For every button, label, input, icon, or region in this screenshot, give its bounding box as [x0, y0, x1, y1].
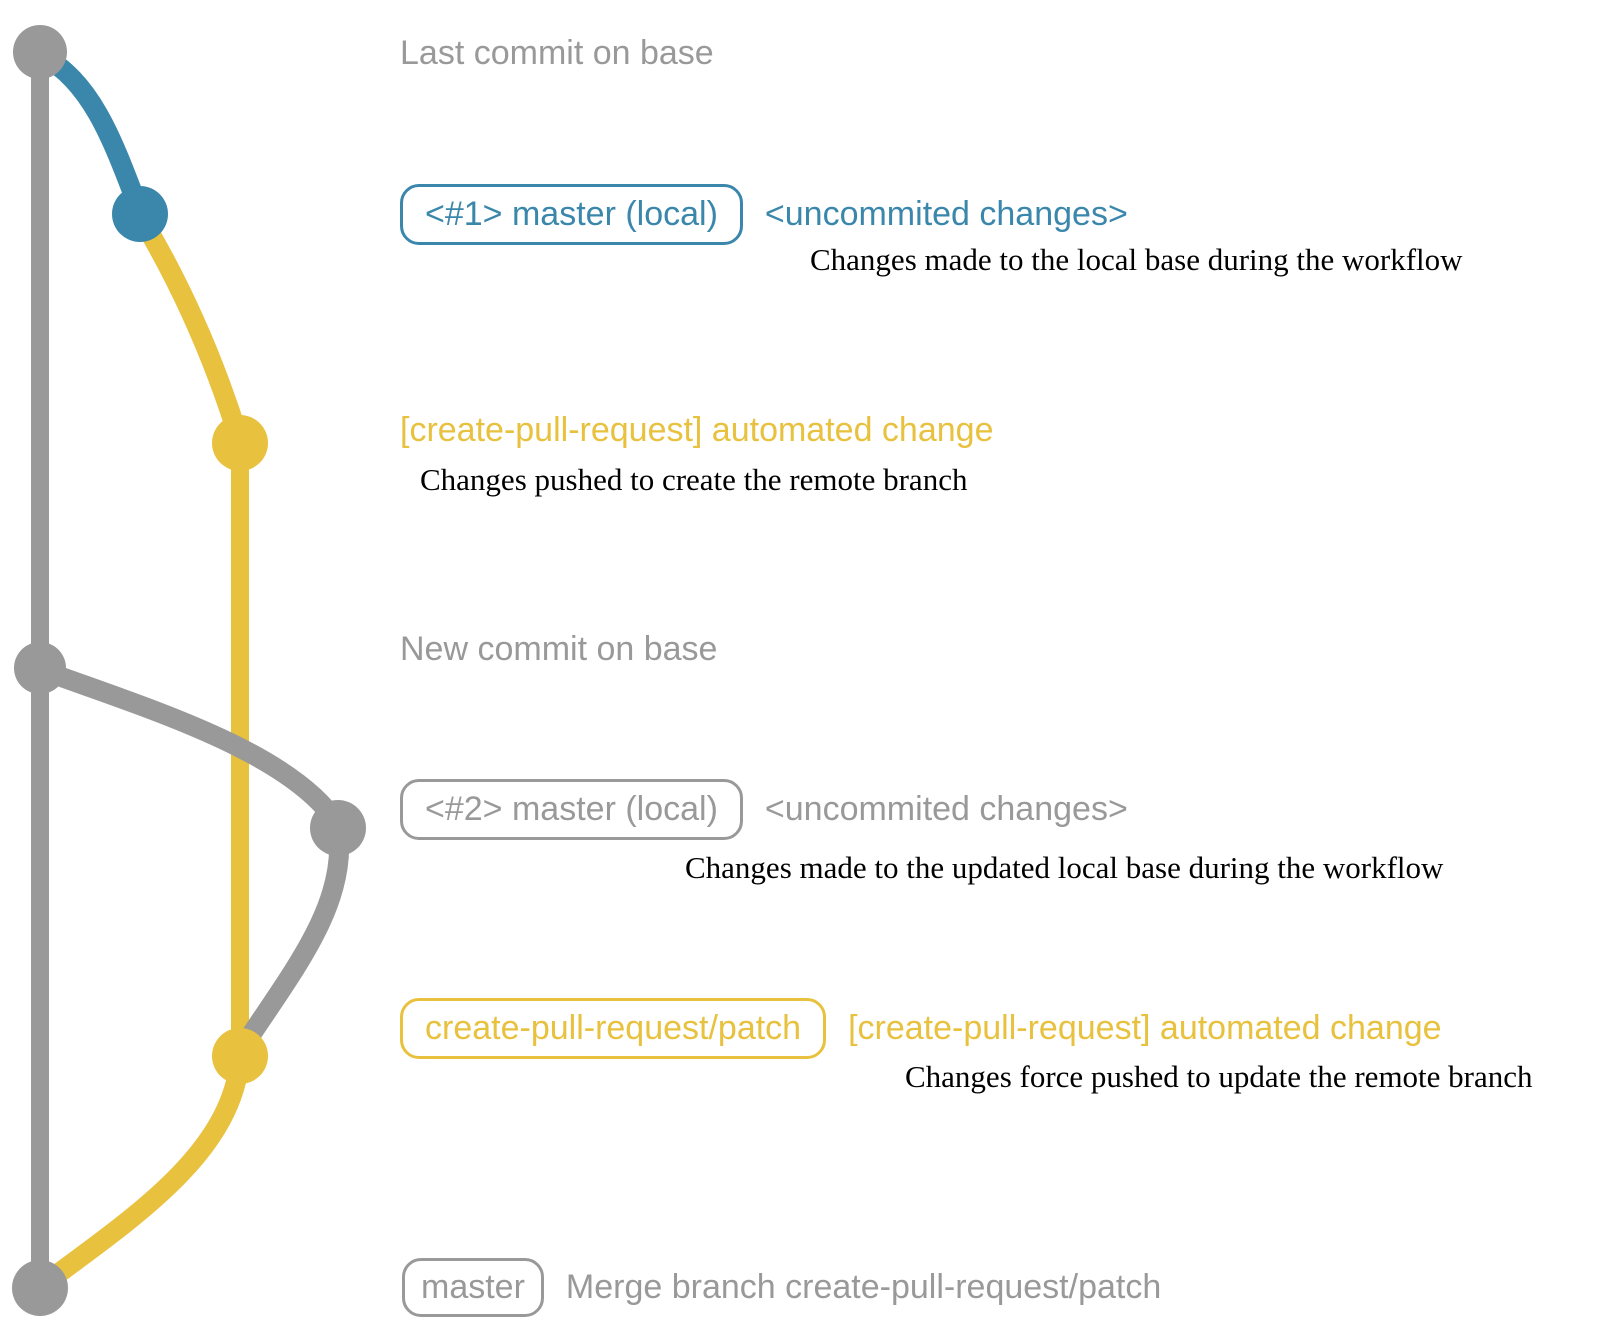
commit-node-local-master-2 [310, 800, 366, 856]
commit-node-new-base [14, 642, 66, 694]
caption-force-push: Changes force pushed to update the remot… [905, 1059, 1533, 1094]
caption-push-remote-branch: Changes pushed to create the remote bran… [420, 462, 968, 497]
branch-label-patch: create-pull-request/patch [400, 998, 827, 1060]
patch-branch-curve-top [130, 206, 248, 446]
local-master-branch-curve [30, 44, 150, 222]
row-patch-branch: create-pull-request/patch [create-pull-r… [400, 998, 1442, 1060]
local-master2-branch-in-curve [235, 820, 350, 1054]
patch-merge-curve [34, 1048, 250, 1294]
local-master2-branch-out-curve [32, 660, 346, 832]
commit-message-uncommited-2: <uncommited changes> [764, 790, 1128, 829]
row-local-master-2: <#2> master (local) <uncommited changes> [400, 779, 1128, 841]
commit-message-uncommited-1: <uncommited changes> [764, 195, 1128, 234]
commit-message-merge: Merge branch create-pull-request/patch [565, 1268, 1162, 1307]
row-local-master-1: <#1> master (local) <uncommited changes> [400, 184, 1128, 246]
commit-node-patch-1 [212, 415, 268, 471]
commit-message-last-base: Last commit on base [400, 34, 714, 72]
commit-node-last-base [13, 25, 67, 79]
row-master-merge: master Merge branch create-pull-request/… [402, 1258, 1162, 1318]
caption-local-changes-1: Changes made to the local base during th… [810, 242, 1463, 277]
commit-node-patch-2 [212, 1028, 268, 1084]
branch-label-master-local-1: <#1> master (local) [400, 184, 743, 246]
commit-node-local-master-1 [112, 186, 168, 242]
commit-node-merge [12, 1260, 68, 1316]
commit-message-new-base: New commit on base [400, 630, 718, 668]
commit-message-automated-change-2: [create-pull-request] automated change [848, 1009, 1442, 1048]
branch-label-master: master [402, 1258, 544, 1318]
commit-message-automated-change-1: [create-pull-request] automated change [400, 411, 994, 449]
branch-label-master-local-2: <#2> master (local) [400, 779, 743, 841]
caption-local-changes-2: Changes made to the updated local base d… [685, 850, 1444, 885]
